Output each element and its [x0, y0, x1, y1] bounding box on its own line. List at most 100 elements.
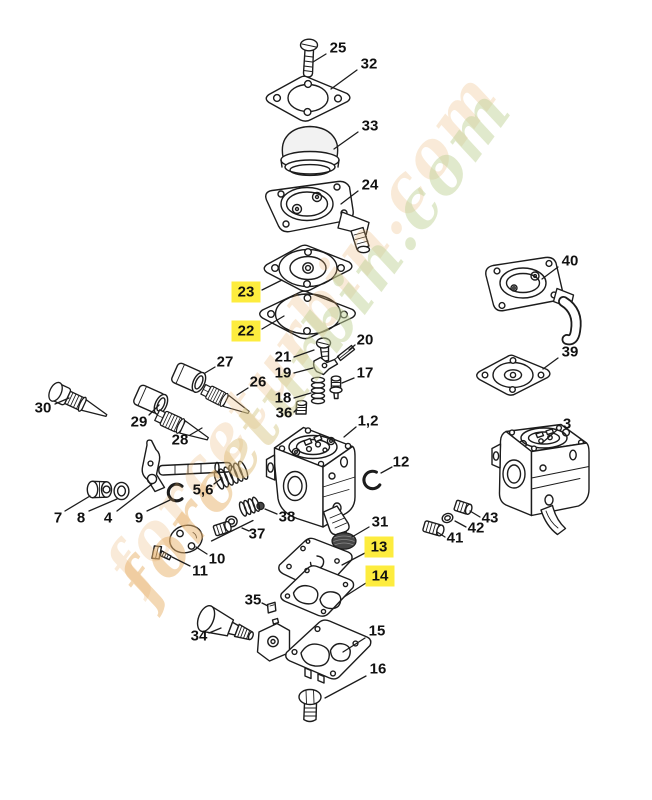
leader-line-21 — [293, 349, 315, 358]
part-label-14: 14 — [372, 568, 389, 585]
part-21-screw — [315, 337, 332, 363]
leader-line-40 — [541, 266, 559, 280]
part-label-5-6: 5,6 — [193, 482, 214, 499]
part-4-throttle-shaft — [141, 439, 233, 493]
part-10-throttle-disc — [169, 524, 203, 554]
part-23-diaphragm — [263, 244, 353, 292]
part-11-screw — [151, 545, 172, 561]
part-label-38: 38 — [279, 509, 296, 526]
part-7-nut — [86, 480, 113, 499]
part-label-21: 21 — [275, 349, 292, 366]
leader-line-32 — [330, 69, 358, 90]
part-label-24: 24 — [362, 177, 379, 194]
part-39-diaphragm — [476, 354, 551, 396]
leader-line-4 — [116, 483, 153, 512]
part-label-13: 13 — [371, 539, 388, 556]
leader-line-26 — [236, 387, 249, 396]
leader-line-20 — [348, 344, 356, 351]
part-35-spring-clip — [266, 601, 277, 614]
leader-line-5-6 — [213, 477, 223, 485]
part-9-retaining-clip — [166, 482, 184, 503]
leader-line-16 — [324, 675, 367, 699]
leader-line-12 — [380, 466, 393, 474]
leader-line-22 — [261, 315, 285, 330]
leader-line-42 — [454, 520, 467, 528]
leader-line-19 — [293, 367, 314, 374]
part-label-35: 35 — [245, 592, 262, 609]
leader-line-36 — [293, 408, 298, 413]
part-15-end-cover — [256, 617, 372, 684]
part-label-4: 4 — [104, 510, 113, 527]
part-8-washer — [113, 481, 130, 501]
leader-line-24 — [340, 190, 359, 205]
part-label-7: 7 — [54, 510, 62, 527]
leader-line-23 — [261, 279, 283, 291]
part-16-screw — [298, 688, 322, 723]
part-22-gasket — [259, 290, 356, 340]
highlight-box-13 — [364, 536, 394, 558]
part-label-9: 9 — [135, 510, 143, 527]
part-label-29: 29 — [131, 414, 148, 431]
part-label-18: 18 — [275, 390, 292, 407]
part-33-primer-bulb — [280, 125, 340, 177]
part-40-pump-body-hose — [485, 256, 582, 346]
parts-layer — [48, 38, 590, 723]
part-label-37: 37 — [249, 526, 266, 543]
part-label-42: 42 — [468, 520, 485, 537]
part-label-34: 34 — [191, 628, 208, 645]
part-label-19: 19 — [275, 365, 292, 382]
part-label-31: 31 — [372, 514, 389, 531]
part-43-plug-screw — [453, 499, 474, 516]
leader-line-1-2 — [343, 426, 357, 438]
part-19-metering-lever — [312, 355, 340, 376]
part-label-15: 15 — [369, 623, 386, 640]
part-25-screw — [299, 38, 319, 78]
part-label-39: 39 — [562, 344, 579, 361]
part-label-1-2: 1,2 — [358, 413, 379, 430]
part-label-36: 36 — [276, 405, 293, 422]
leader-line-31 — [351, 526, 370, 538]
leader-line-37 — [241, 527, 250, 532]
leader-line-10 — [195, 546, 208, 555]
part-36-sleeve — [295, 399, 308, 415]
part-24-pump-body — [265, 180, 371, 254]
part-label-25: 25 — [330, 40, 347, 57]
part-label-33: 33 — [362, 118, 379, 135]
part-30-adjusting-screw — [48, 381, 108, 418]
leader-line-8 — [88, 498, 118, 512]
leader-line-14 — [343, 582, 367, 598]
part-label-30: 30 — [35, 400, 52, 417]
leader-line-28 — [189, 427, 203, 436]
leader-line-9 — [146, 499, 171, 512]
part-label-28: 28 — [172, 432, 189, 449]
part-label-12: 12 — [393, 454, 410, 471]
leader-line-18 — [293, 392, 312, 399]
part-32-cover-plate — [265, 75, 351, 122]
leader-line-15 — [342, 637, 366, 653]
leader-line-3 — [541, 429, 558, 444]
part-18-spring — [310, 376, 326, 405]
highlight-box-14 — [365, 565, 395, 587]
part-label-16: 16 — [370, 661, 387, 678]
part-17-inlet-valve — [329, 375, 343, 400]
part-label-8: 8 — [77, 510, 85, 527]
part-label-22: 22 — [238, 323, 255, 340]
part-37-check-valve-set — [210, 496, 261, 542]
leader-line-30 — [54, 397, 70, 405]
part-29-cap — [131, 383, 172, 418]
highlight-box-22 — [231, 320, 261, 342]
part-label-20: 20 — [357, 332, 374, 349]
part-label-26: 26 — [250, 374, 267, 391]
leader-line-33 — [333, 131, 359, 150]
part-label-10: 10 — [209, 551, 226, 568]
part-14-pump-gasket — [280, 565, 355, 617]
part-3-carburetor-body — [491, 423, 590, 536]
leader-line-38 — [264, 508, 278, 515]
part-label-23: 23 — [238, 284, 255, 301]
part-label-41: 41 — [447, 530, 464, 547]
leader-line-41 — [436, 531, 446, 538]
part-label-27: 27 — [217, 354, 234, 371]
leader-line-11 — [171, 556, 191, 567]
